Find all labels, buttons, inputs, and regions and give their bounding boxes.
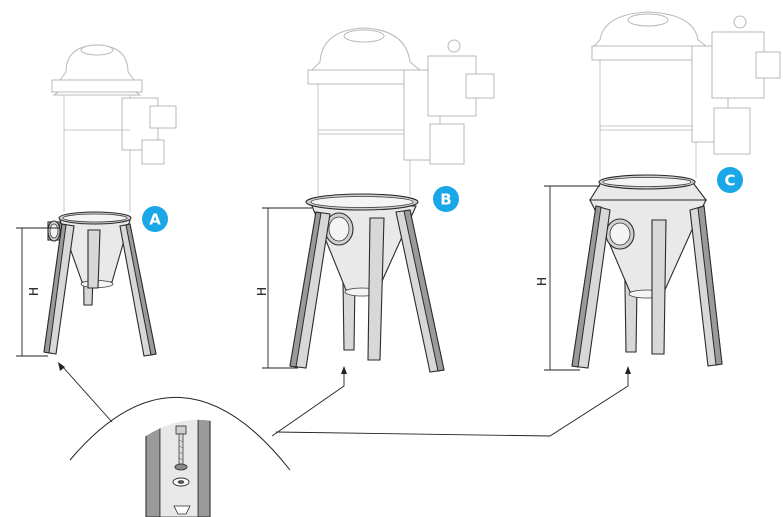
height-dimension-c: H — [535, 185, 600, 371]
detail-outline — [69, 397, 291, 471]
foot-slot — [173, 505, 191, 515]
badge-label-a: A — [149, 211, 161, 229]
height-dimension-a: H — [16, 227, 60, 357]
silo-outline-a — [51, 44, 177, 212]
leader-line-b — [271, 372, 345, 437]
dimension-label-a: H — [27, 287, 41, 296]
height-dimension-b: H — [255, 207, 312, 369]
badge-a: A — [142, 206, 168, 232]
dimension-label-b: H — [255, 287, 269, 296]
variant-b: H B — [255, 27, 495, 373]
variant-a: H A — [16, 44, 177, 357]
variant-c: H C — [535, 11, 781, 371]
inlet-port-c — [605, 218, 635, 250]
leg-front-c — [651, 219, 667, 355]
badge-c: C — [717, 167, 743, 193]
leader-line-c — [275, 372, 629, 437]
washer-icon — [172, 477, 190, 487]
badge-label-c: C — [724, 172, 735, 190]
leg-front-b — [367, 217, 385, 361]
badge-label-b: B — [440, 191, 451, 209]
leg-front-a — [87, 229, 101, 289]
silo-outline-c — [591, 11, 781, 178]
nut-icon — [174, 463, 188, 471]
badge-b: B — [433, 186, 459, 212]
leg-foot-detail — [58, 362, 631, 517]
silo-outline-b — [307, 27, 495, 196]
leader-line-a — [61, 365, 113, 423]
inlet-port-b — [324, 212, 354, 246]
dimension-label-c: H — [535, 277, 549, 286]
inlet-port-a — [47, 220, 61, 242]
